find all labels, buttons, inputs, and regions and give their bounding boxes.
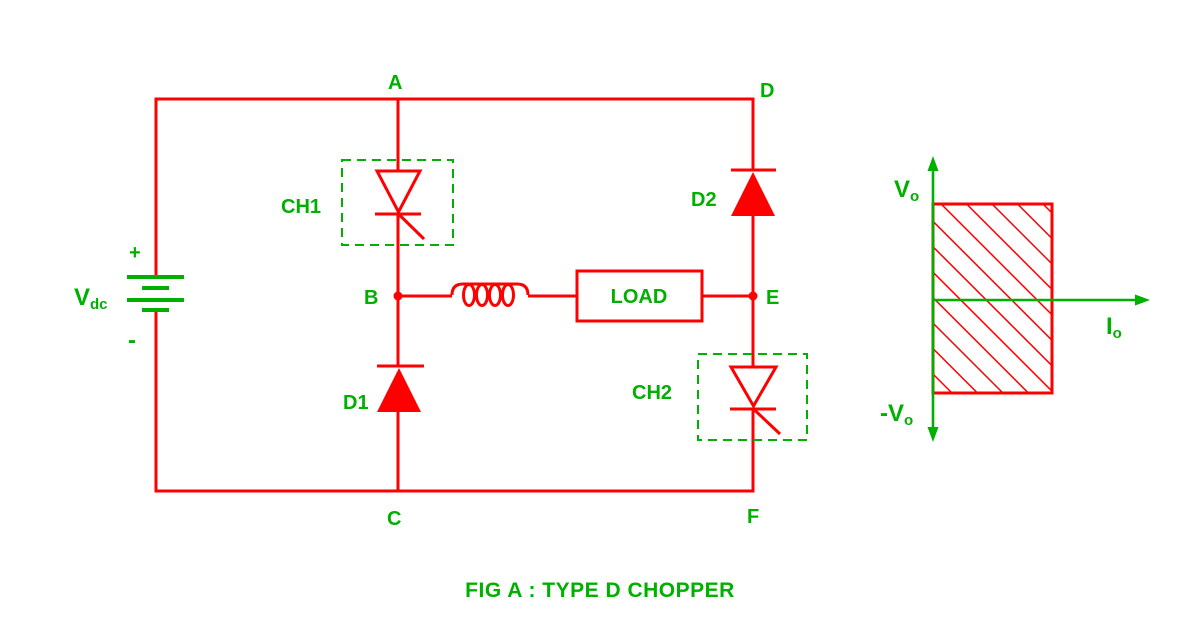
battery-plus-label: +	[129, 242, 141, 264]
inductor-loop-4	[501, 283, 515, 307]
ch2-dashed-box	[697, 353, 808, 441]
ch1-thyristor-gate	[397, 212, 426, 241]
ch2-label: CH2	[632, 382, 672, 404]
node-d-label: D	[760, 80, 774, 102]
inductor-top-arc	[450, 282, 530, 296]
ch2-thyristor-triangle	[728, 365, 779, 410]
inductor-loop-3	[488, 283, 502, 307]
ch1-thyristor-triangle	[374, 169, 423, 216]
vdc-label: Vdc	[74, 284, 108, 313]
node-c-label: C	[387, 508, 401, 530]
vdc-label-sub: dc	[90, 296, 108, 313]
quadrant-hatched-region	[931, 202, 1054, 395]
v-axis-negative-label: -Vo	[880, 400, 913, 429]
v-pos-sub: o	[910, 188, 919, 205]
i-axis-label: Io	[1106, 313, 1122, 342]
diode-d1: D1	[343, 364, 424, 414]
i-axis-right-arrowhead	[1135, 294, 1150, 306]
v-axis-positive-label: Vo	[894, 176, 919, 205]
node-b-dot	[393, 291, 403, 301]
d1-triangle	[377, 368, 421, 412]
v-pos-base: V	[894, 176, 910, 203]
inductor-loop-2	[475, 283, 489, 307]
chopper-ch2: CH2	[632, 353, 808, 441]
wire-bottom-rail	[154, 310, 755, 493]
d2-label: D2	[691, 189, 717, 211]
inductor-loop-1	[462, 283, 476, 307]
inductor-coil	[450, 282, 530, 307]
d2-triangle	[731, 172, 775, 216]
load-box	[575, 269, 704, 323]
node-f-label: F	[747, 506, 759, 528]
v-neg-base: -V	[880, 400, 904, 427]
load-label: LOAD	[611, 286, 668, 308]
i-sub: o	[1113, 325, 1122, 342]
battery-minus-label: -	[128, 327, 136, 354]
node-b-label: B	[364, 287, 378, 309]
v-axis-down-arrowhead	[927, 427, 939, 442]
load-block: LOAD	[575, 269, 704, 323]
d1-label: D1	[343, 392, 369, 414]
v-neg-sub: o	[904, 412, 913, 429]
ch1-label: CH1	[281, 196, 321, 218]
dc-source-battery: + - Vdc	[74, 242, 184, 354]
node-e-label: E	[766, 287, 779, 309]
node-a-label: A	[388, 72, 402, 94]
chopper-ch1: CH1	[281, 159, 454, 246]
diode-d2: D2	[691, 168, 776, 216]
i-base: I	[1106, 313, 1113, 340]
quadrant-diagram: Vo -Vo Io	[880, 156, 1150, 442]
figure-caption: FIG A : TYPE D CHOPPER	[465, 579, 735, 602]
node-e-dot	[748, 291, 758, 301]
v-axis-up-arrowhead	[927, 156, 939, 171]
ch2-thyristor-gate	[752, 407, 782, 436]
vdc-label-base: V	[74, 284, 90, 311]
wire-left-top-rail	[154, 97, 755, 277]
ch1-dashed-box	[341, 159, 454, 246]
